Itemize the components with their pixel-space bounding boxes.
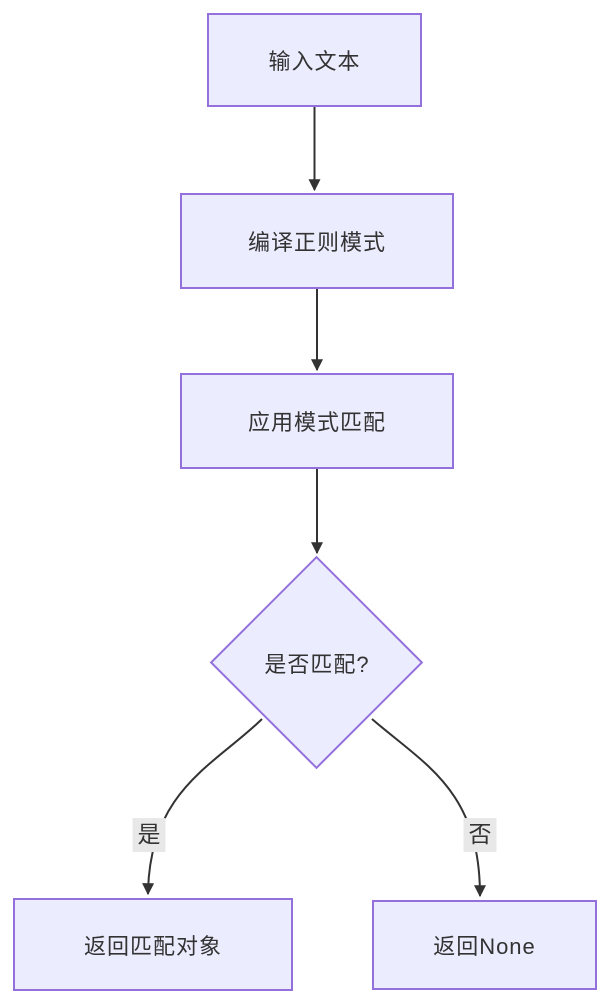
edge-label-no: 否 [463, 818, 497, 852]
edge-label-yes: 是 [132, 818, 166, 852]
edge-decision-no-to-return-none [371, 718, 486, 898]
node-return-match-object: 返回匹配对象 [13, 898, 293, 991]
node-apply-pattern-match: 应用模式匹配 [180, 373, 454, 469]
node-label: 应用模式匹配 [247, 410, 386, 435]
node-input-text: 输入文本 [207, 13, 422, 107]
node-label: 编译正则模式 [247, 230, 386, 255]
edge-decision-yes-to-return-match [142, 718, 263, 896]
node-label: 返回None [433, 934, 536, 959]
node-return-none: 返回None [372, 900, 597, 990]
node-label: 返回匹配对象 [83, 933, 222, 959]
node-label: 输入文本 [268, 49, 361, 74]
node-compile-regex: 编译正则模式 [180, 193, 454, 289]
decision-diamond-label: 是否匹配? [264, 652, 370, 677]
